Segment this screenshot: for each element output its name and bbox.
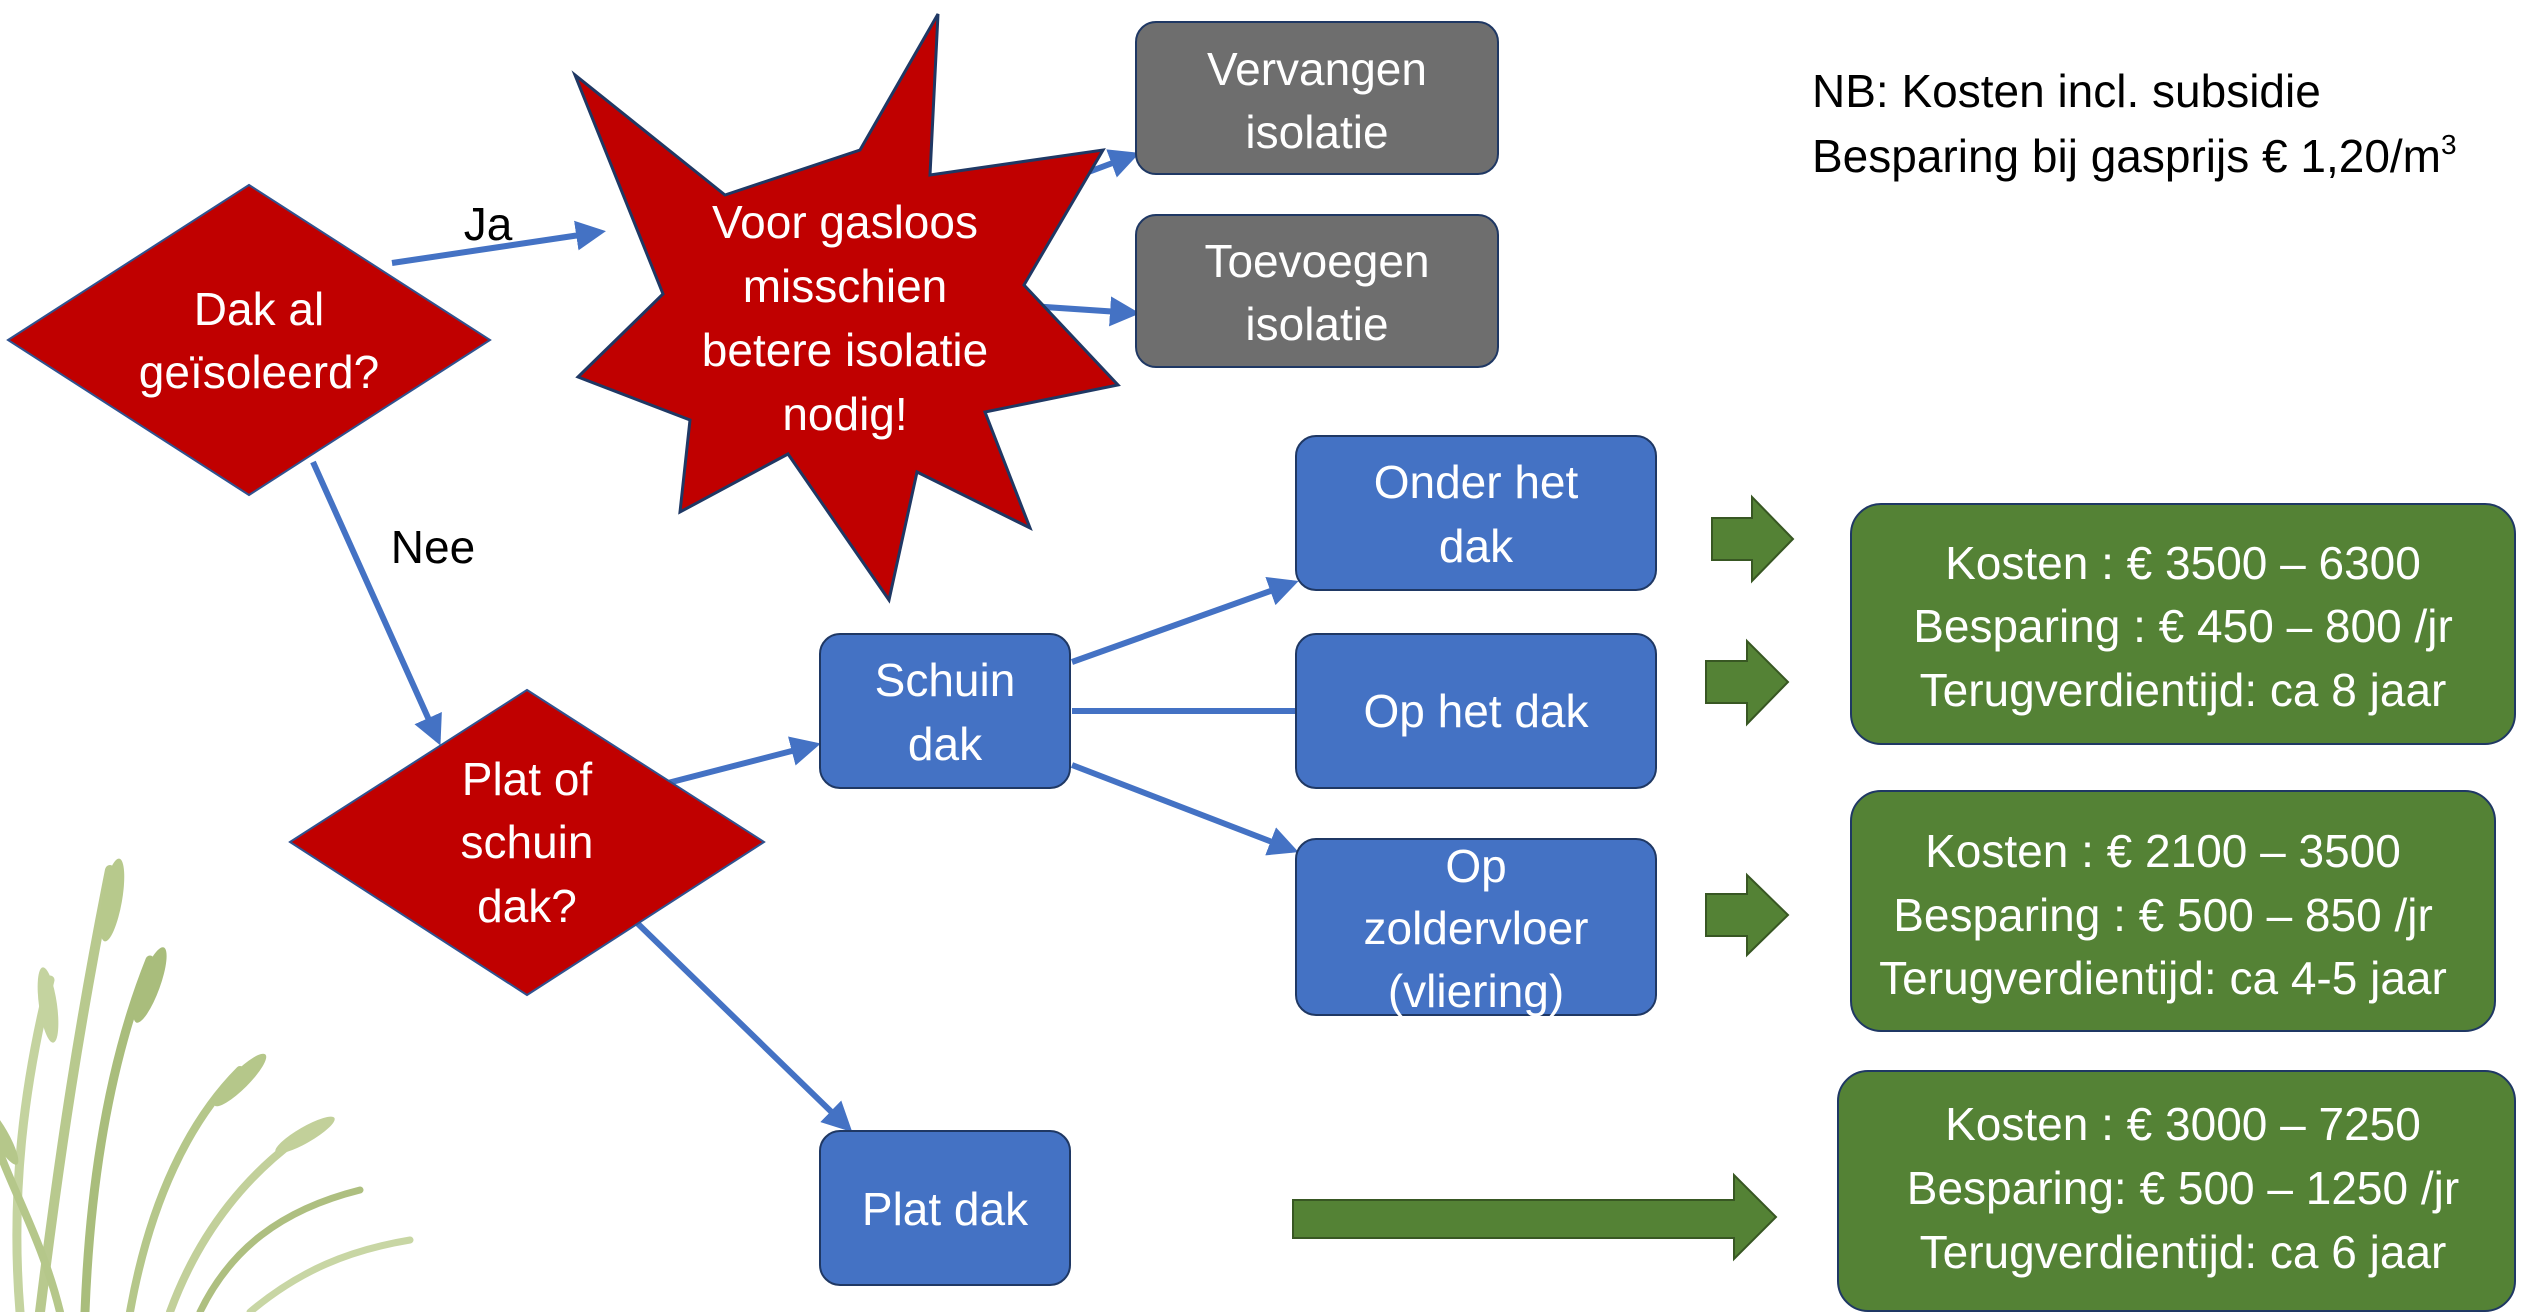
note-line1: NB: Kosten incl. subsidie [1812, 65, 2321, 117]
warning-line4: nodig! [782, 388, 907, 440]
result-savings: Besparing: € 500 – 1250 /jr [1907, 1162, 2459, 1214]
edge-label-yes: Ja [464, 198, 513, 250]
blue-box [819, 633, 1071, 789]
blue-box-line2: dak [908, 718, 983, 770]
green-box [1837, 1070, 2516, 1312]
warning-starburst: Voor gasloos misschien betere isolatie n… [571, 13, 1121, 604]
decision-diamond [6, 183, 492, 497]
decision-flat-or-pitched: Plat of schuin dak? [288, 688, 766, 997]
blue-box-line2: zoldervloer [1364, 902, 1589, 954]
result-box-flat: Kosten : € 3000 – 7250 Besparing: € 500 … [1837, 1070, 2516, 1312]
decision-diamond [288, 688, 766, 997]
grey-box-line2: isolatie [1245, 106, 1388, 158]
wheat-illustration [0, 858, 414, 1312]
note-line2-text: Besparing bij gasprijs € 1,20/m [1812, 130, 2441, 182]
starburst-shape [571, 13, 1121, 604]
grey-box [1135, 21, 1499, 175]
connector-to-attic [1070, 762, 1299, 856]
decision-label-line2: geïsoleerd? [139, 346, 379, 398]
blue-box-line1: Schuin [875, 654, 1016, 706]
blue-box-line2: dak [1439, 520, 1514, 572]
arrow-flat [1292, 1172, 1778, 1262]
result-savings: Besparing : € 500 – 850 /jr [1893, 889, 2433, 941]
box-add-insulation: Toevoegen isolatie [1135, 214, 1499, 368]
arrow-on-roof [1705, 638, 1790, 727]
result-payback: Terugverdientijd: ca 4-5 jaar [1879, 952, 2447, 1004]
edge-label-no: Nee [391, 521, 475, 573]
result-box-roof: Kosten : € 3500 – 6300 Besparing : € 450… [1850, 503, 2516, 745]
box-replace-insulation: Vervangen isolatie [1135, 21, 1499, 175]
green-box [1850, 790, 2496, 1032]
decision-label-line3: dak? [477, 880, 577, 932]
connector-to-flat [629, 915, 853, 1133]
blue-box [819, 1130, 1071, 1286]
grey-box-line1: Toevoegen [1204, 235, 1429, 287]
connector-to-pitched [659, 736, 821, 788]
grey-box-line2: isolatie [1245, 298, 1388, 350]
decision-label-line1: Plat of [462, 753, 593, 805]
result-costs: Kosten : € 2100 – 3500 [1925, 825, 2401, 877]
connector-yes [391, 220, 606, 266]
grey-box [1135, 214, 1499, 368]
connectors [310, 149, 1299, 1133]
blue-box-line3: (vliering) [1388, 965, 1564, 1017]
green-arrows [1292, 494, 1795, 1262]
blue-box-line1: Plat dak [862, 1183, 1029, 1235]
result-box-attic: Kosten : € 2100 – 3500 Besparing : € 500… [1850, 790, 2496, 1032]
result-savings: Besparing : € 450 – 800 /jr [1913, 600, 2453, 652]
decision-roof-insulated: Dak al geïsoleerd? [6, 183, 492, 497]
note-block: NB: Kosten incl. subsidie Besparing bij … [1812, 65, 2457, 182]
decision-label-line1: Dak al [194, 283, 324, 335]
blue-box-line1: Op [1445, 840, 1506, 892]
box-attic-floor: Op zoldervloer (vliering) [1295, 838, 1657, 1017]
decision-label-line2: schuin [461, 816, 594, 868]
result-costs: Kosten : € 3500 – 6300 [1945, 537, 2421, 589]
blue-box [1295, 435, 1657, 591]
blue-box-line1: Op het dak [1363, 685, 1589, 737]
box-on-roof: Op het dak [1295, 633, 1657, 789]
result-payback: Terugverdientijd: ca 6 jaar [1920, 1226, 2447, 1278]
box-flat-roof: Plat dak [819, 1130, 1071, 1286]
connector-to-under-roof [1070, 576, 1299, 665]
blue-box [1295, 633, 1657, 789]
blue-box-line1: Onder het [1374, 456, 1579, 508]
result-costs: Kosten : € 3000 – 7250 [1945, 1098, 2421, 1150]
warning-line1: Voor gasloos [712, 196, 978, 248]
warning-line2: misschien [743, 260, 948, 312]
grey-box-line1: Vervangen [1207, 43, 1427, 95]
box-pitched-roof: Schuin dak [819, 633, 1071, 789]
result-payback: Terugverdientijd: ca 8 jaar [1920, 664, 2447, 716]
note-superscript: 3 [2441, 129, 2457, 160]
green-box [1850, 503, 2516, 745]
arrow-under-roof [1711, 494, 1795, 584]
note-line2: Besparing bij gasprijs € 1,20/m3 [1812, 129, 2457, 182]
box-under-roof: Onder het dak [1295, 435, 1657, 591]
connector-no [310, 460, 442, 746]
arrow-attic [1705, 872, 1790, 958]
blue-box [1295, 838, 1657, 1016]
warning-line3: betere isolatie [702, 324, 988, 376]
